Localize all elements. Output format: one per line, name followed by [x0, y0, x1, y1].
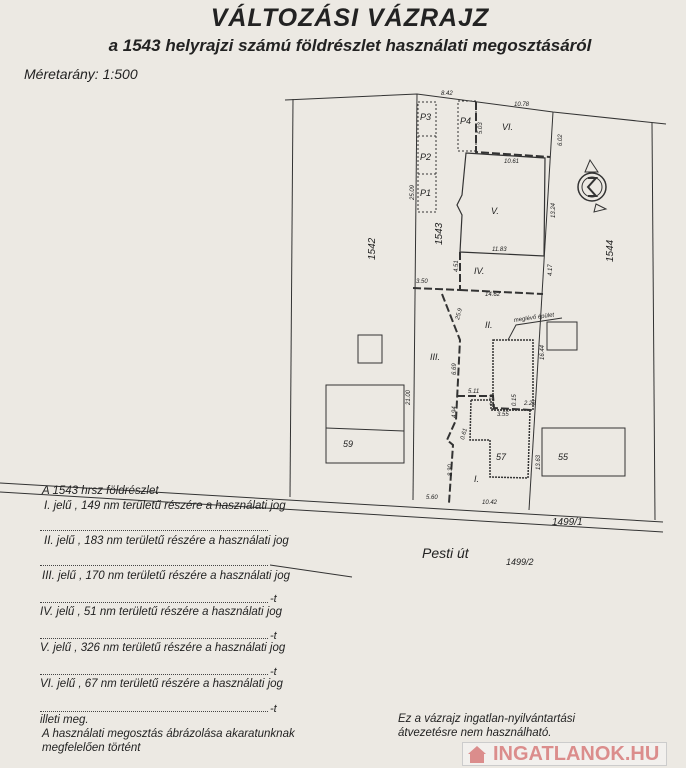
zone-iv: IV. — [474, 266, 484, 276]
statement-line-1: A használati megosztás ábrázolása akarat… — [42, 728, 295, 740]
dim: 25.09 — [410, 184, 416, 201]
building-57-label: 57 — [496, 452, 507, 462]
suffix: -t — [270, 593, 277, 605]
signature-line — [40, 565, 268, 566]
signature-line — [40, 530, 268, 531]
building-55 — [541, 427, 626, 477]
dim: 14.62 — [485, 292, 501, 298]
watermark-text: INGATLANOK.HU — [493, 742, 660, 765]
boundary-1542-west — [289, 98, 294, 498]
building-55-label: 55 — [558, 452, 569, 462]
boundary-1543-east — [528, 111, 554, 511]
dim: 3.55 — [497, 412, 509, 418]
dim: 16.44 — [540, 344, 546, 360]
dim: 13.63 — [536, 454, 542, 470]
closing-text: illeti meg. — [40, 714, 89, 726]
street-name: Pesti út — [422, 545, 470, 561]
dim: 5.11 — [468, 389, 479, 395]
dim: 13.24 — [551, 202, 557, 218]
suffix: -t — [270, 703, 277, 715]
building-57 — [469, 399, 531, 479]
zone-v: V. — [491, 206, 499, 216]
dim: 10.42 — [482, 500, 498, 506]
dim: 25.9 — [455, 307, 464, 321]
usage-row-ii: II. jelű , 183 nm területű részére a has… — [44, 535, 289, 547]
parcel-1499-1: 1499/1 — [552, 517, 583, 528]
document-title: VÁLTOZÁSI VÁZRAJZ — [210, 4, 490, 32]
zone-ii: II. — [485, 320, 493, 330]
dim: 2.22 — [523, 401, 536, 407]
shed-1544 — [546, 321, 578, 351]
street-line-south — [0, 491, 664, 533]
dim: 11.83 — [492, 247, 507, 253]
zone-iii-border — [441, 293, 462, 504]
zone-ii-border — [457, 395, 533, 411]
dim: 5.60 — [426, 495, 438, 501]
usage-row-v: V. jelű , 326 nm területű részére a hasz… — [40, 642, 286, 654]
usage-row-iv: IV. jelű , 51 nm területű részére a hasz… — [40, 606, 283, 618]
dim: 1.79 — [490, 394, 496, 406]
parking-p4: P4 — [460, 116, 471, 126]
dim: 4.94 — [452, 406, 458, 418]
parcel-1543: 1543 — [434, 222, 445, 245]
boundary-1544-east — [651, 122, 656, 521]
street-line-north — [0, 482, 664, 523]
suffix: -t — [270, 666, 277, 678]
dim: 4.51 — [454, 260, 460, 272]
dim: 6.02 — [558, 134, 564, 146]
signature-line — [40, 602, 268, 603]
dim: 0.61 — [460, 428, 469, 441]
usage-row-iii: III. jelű , 170 nm területű részére a ha… — [42, 570, 291, 582]
dim: 8.42 — [441, 91, 453, 97]
scale-label: Méretarány: 1:500 — [24, 66, 138, 82]
zone-vi: VI. — [502, 122, 513, 132]
parcel-1544: 1544 — [605, 239, 616, 262]
statement-line-2: megfelelően történt — [42, 742, 141, 754]
parking-p2: P2 — [420, 152, 431, 162]
north-arrow-icon — [577, 158, 608, 213]
dim: 4.17 — [548, 264, 554, 276]
dim: 8.30 — [448, 464, 454, 476]
parcel-1542: 1542 — [367, 237, 378, 260]
building-59 — [325, 384, 405, 464]
dim: 10.78 — [514, 102, 530, 108]
zone-vi-border — [475, 102, 551, 158]
boundary-1543-west — [412, 93, 418, 501]
dim: 0.15 — [512, 394, 518, 406]
parking-p3: P3 — [420, 112, 431, 122]
existing-building-leader — [507, 317, 563, 341]
document-subtitle: a 1543 helyrajzi számú földrészlet haszn… — [108, 36, 592, 55]
watermark: INGATLANOK.HU — [462, 742, 667, 766]
zone-v-border — [456, 152, 546, 257]
usage-row-i: I. jelű , 149 nm területű részére a hasz… — [44, 500, 286, 512]
signature-line — [40, 638, 268, 639]
dim: 5.03 — [478, 122, 484, 134]
zone-i: I. — [474, 474, 479, 484]
parking-p1: P1 — [420, 188, 431, 198]
north-boundary — [284, 93, 667, 125]
note-line-2: átvezetésre nem használható. — [398, 727, 552, 739]
house-icon — [468, 746, 486, 763]
dim: 10.61 — [504, 159, 519, 165]
zone-iii: III. — [430, 352, 440, 362]
street-line-lower — [269, 564, 353, 578]
parking-p-column — [417, 101, 437, 213]
building-59-label: 59 — [343, 439, 353, 449]
dim: 21.00 — [406, 389, 412, 406]
building-59-divider — [325, 427, 405, 432]
shed-1542 — [357, 334, 383, 364]
zone-iv-south — [459, 289, 544, 295]
usage-row-vi: VI. jelű , 67 nm területű részére a hasz… — [40, 678, 283, 690]
intro-text: A 1543 hrsz földrészlet — [42, 485, 159, 497]
parcel-1499-2: 1499/2 — [506, 557, 534, 567]
note-line-1: Ez a vázrajz ingatlan-nyilvántartási — [398, 713, 576, 725]
signature-line — [40, 711, 268, 712]
dim: 3.50 — [416, 279, 428, 285]
dim: 6.69 — [452, 363, 458, 375]
suffix: -t — [270, 630, 277, 642]
parking-p4 — [457, 100, 477, 152]
existing-building-label: meglévő épület — [513, 312, 554, 324]
signature-line — [40, 674, 268, 675]
